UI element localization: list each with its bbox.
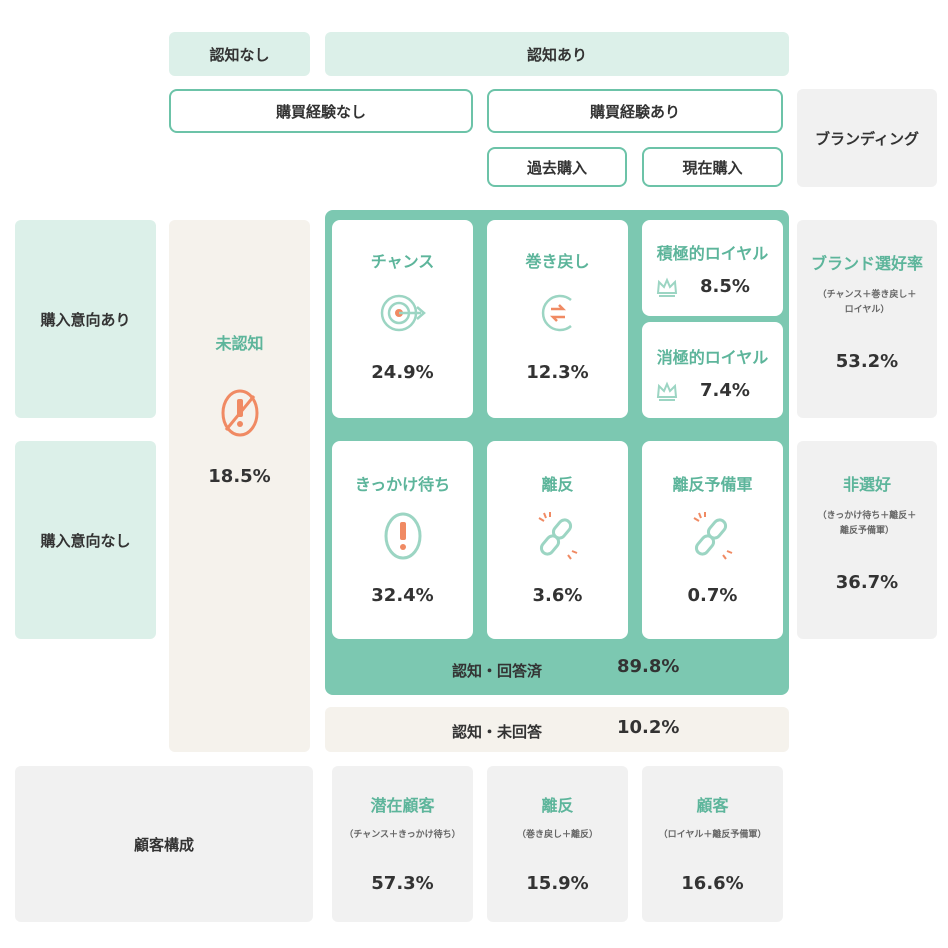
aware-answered-value: 89.8%	[617, 656, 680, 677]
aware-answered-label: 認知・回答済	[452, 662, 543, 680]
aware-unanswered-panel: 認知・未回答 10.2%	[325, 707, 789, 752]
composition-customer: 顧客 （ロイヤル＋離反予備軍） 16.6%	[642, 766, 783, 922]
composition-potential-value: 57.3%	[371, 873, 434, 895]
card-passive-loyal: 消極的ロイヤル 7.4%	[642, 322, 783, 418]
unaware-cell: 未認知 18.5%	[169, 220, 310, 752]
header-past-purchase-label: 過去購入	[526, 158, 587, 177]
branding-non-preference-note-2: 離反予備軍）	[839, 526, 894, 537]
header-current-purchase-label: 現在購入	[682, 158, 743, 177]
branding-non-preference-label: 非選好	[842, 475, 891, 494]
card-churn-value: 3.6%	[532, 585, 583, 606]
composition-customer-label: 顧客	[696, 796, 729, 815]
card-chance-value: 24.9%	[371, 362, 434, 383]
header-branding-label: ブランディング	[815, 129, 919, 148]
branding-preference-note-2: ロイヤル）	[844, 305, 890, 316]
exclamation-icon	[381, 509, 425, 563]
card-churn: 離反 3.6%	[487, 441, 628, 639]
card-chance-label: チャンス	[370, 252, 435, 271]
card-churn-reserve-label: 離反予備軍	[672, 475, 753, 494]
card-trigger-wait-value: 32.4%	[371, 585, 434, 606]
prohibited-exclamation-icon	[218, 386, 262, 440]
composition-churn-label: 離反	[541, 796, 574, 815]
composition-label: 顧客構成	[133, 835, 194, 854]
card-churn-reserve: 離反予備軍 0.7%	[642, 441, 783, 639]
aware-unanswered-label: 認知・未回答	[452, 723, 543, 741]
composition-customer-value: 16.6%	[681, 873, 744, 895]
card-active-loyal: 積極的ロイヤル 8.5%	[642, 220, 783, 316]
branding-non-preference-value: 36.7%	[835, 571, 899, 593]
branding-preference-note-1: （チャンス＋巻き戻し＋	[817, 290, 917, 300]
card-winback-value: 12.3%	[526, 362, 589, 383]
header-aware-label: 認知あり	[526, 45, 587, 64]
broken-chain-icon	[687, 509, 739, 563]
header-purchased-label: 購買経験あり	[589, 102, 680, 121]
branding-preference: ブランド選好率 （チャンス＋巻き戻し＋ ロイヤル） 53.2%	[797, 220, 937, 418]
card-passive-loyal-value: 7.4%	[700, 380, 750, 401]
header-no-purchase: 購買経験なし	[169, 89, 473, 133]
cycle-icon	[533, 288, 583, 338]
header-aware: 認知あり	[325, 32, 789, 76]
card-winback-label: 巻き戻し	[525, 252, 590, 271]
broken-chain-icon	[532, 509, 584, 563]
row-intent-no-label: 購入意向なし	[40, 531, 131, 550]
crown-icon	[656, 276, 678, 298]
card-active-loyal-value: 8.5%	[700, 276, 750, 297]
composition-potential: 潜在顧客 （チャンス＋きっかけ待ち） 57.3%	[332, 766, 473, 922]
header-branding: ブランディング	[797, 89, 937, 187]
branding-preference-label: ブランド選好率	[810, 254, 923, 273]
target-icon	[375, 288, 431, 338]
header-no-purchase-label: 購買経験なし	[275, 102, 366, 121]
branding-preference-value: 53.2%	[835, 350, 899, 372]
composition-customer-note: （ロイヤル＋離反予備軍）	[658, 830, 767, 840]
row-intent-yes-label: 購入意向あり	[40, 310, 131, 329]
card-winback: 巻き戻し 12.3%	[487, 220, 628, 418]
unaware-label: 未認知	[215, 334, 264, 353]
row-intent-yes: 購入意向あり	[15, 220, 156, 418]
card-trigger-wait-label: きっかけ待ち	[354, 475, 451, 494]
card-trigger-wait: きっかけ待ち 32.4%	[332, 441, 473, 639]
composition-label-cell: 顧客構成	[15, 766, 313, 922]
composition-churn-note: （巻き戻し＋離反）	[516, 830, 598, 840]
composition-potential-note: （チャンス＋きっかけ待ち）	[344, 830, 461, 840]
card-active-loyal-label: 積極的ロイヤル	[656, 244, 769, 263]
card-passive-loyal-label: 消極的ロイヤル	[656, 348, 769, 367]
header-unaware-label: 認知なし	[209, 45, 270, 64]
aware-unanswered-value: 10.2%	[617, 717, 680, 738]
branding-non-preference: 非選好 （きっかけ待ち＋離反＋ 離反予備軍） 36.7%	[797, 441, 937, 639]
header-unaware: 認知なし	[169, 32, 310, 76]
card-chance: チャンス 24.9%	[332, 220, 473, 418]
branding-non-preference-note-1: （きっかけ待ち＋離反＋	[817, 511, 917, 521]
header-purchased: 購買経験あり	[487, 89, 783, 133]
composition-churn-value: 15.9%	[526, 873, 589, 895]
row-intent-no: 購入意向なし	[15, 441, 156, 639]
composition-churn: 離反 （巻き戻し＋離反） 15.9%	[487, 766, 628, 922]
crown-icon	[656, 380, 678, 402]
header-past-purchase: 過去購入	[487, 147, 627, 187]
unaware-value: 18.5%	[208, 466, 271, 487]
composition-potential-label: 潜在顧客	[370, 796, 435, 815]
header-current-purchase: 現在購入	[642, 147, 783, 187]
card-churn-reserve-value: 0.7%	[687, 585, 738, 606]
card-churn-label: 離反	[541, 475, 574, 494]
